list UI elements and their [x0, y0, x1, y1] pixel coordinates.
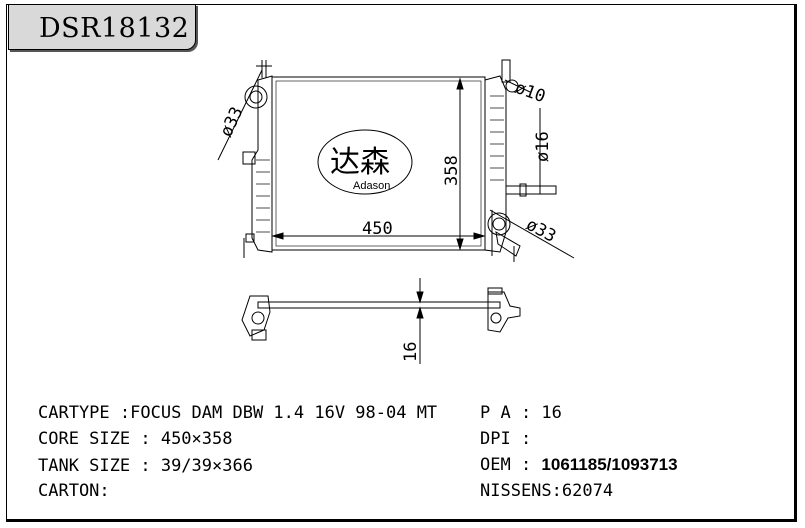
carton-label: CARTON: — [38, 481, 110, 501]
document-frame — [6, 4, 797, 522]
tank-size-row: TANK SIZE : 39/39×366 — [38, 456, 253, 476]
logo-english: Adason — [353, 180, 390, 192]
nissens-value: 62074 — [561, 481, 614, 501]
left-inlet-leader — [217, 69, 263, 161]
side-port — [505, 185, 557, 195]
model-code-tab: DSR18132 — [8, 4, 196, 50]
oem-label: OEM : — [480, 455, 542, 475]
pa-row: P A : 16 — [480, 403, 562, 423]
tank-size-label: TANK SIZE : — [38, 456, 161, 476]
core-size-value: 450×358 — [160, 429, 233, 449]
left-inlet-port — [244, 85, 268, 109]
right-outlet-leader — [489, 209, 575, 259]
left-tank — [251, 75, 273, 253]
logo-chinese: 达森 — [330, 145, 390, 180]
oem-row: OEM : 1061185/1093713 — [480, 455, 678, 475]
pa-value: 16 — [541, 403, 562, 423]
right-outlet-diameter-label: ø33 — [523, 215, 560, 247]
side-port-diameter-label: ø16 — [533, 131, 553, 162]
cartype-value: FOCUS DAM DBW 1.4 16V 98-04 MT — [130, 403, 438, 423]
small-port-diameter-label: ø10 — [512, 78, 548, 107]
model-code: DSR18132 — [39, 13, 190, 44]
bottom-view-right-tank — [487, 291, 521, 333]
right-outlet-port — [487, 212, 511, 236]
carton-row: CARTON: — [38, 481, 110, 501]
tank-size-value: 39/39×366 — [160, 456, 253, 476]
dpi-label: DPI : — [480, 429, 532, 449]
cartype-label: CARTYPE : — [38, 403, 131, 423]
pa-label: P A : — [480, 403, 542, 423]
dpi-row: DPI : — [480, 429, 531, 449]
bottom-view-core — [257, 301, 501, 309]
height-dimension-label: 358 — [442, 155, 462, 186]
core-size-label: CORE SIZE : — [38, 429, 161, 449]
nissens-row: NISSENS:62074 — [480, 481, 613, 501]
logo-oval — [317, 129, 413, 195]
nissens-label: NISSENS: — [480, 481, 562, 501]
cartype-row: CARTYPE :FOCUS DAM DBW 1.4 16V 98-04 MT — [38, 403, 437, 423]
width-dimension-label: 450 — [362, 219, 393, 239]
core-thickness-label: 16 — [401, 342, 421, 362]
oem-value: 1061185/1093713 — [541, 455, 678, 474]
core-size-row: CORE SIZE : 450×358 — [38, 429, 232, 449]
